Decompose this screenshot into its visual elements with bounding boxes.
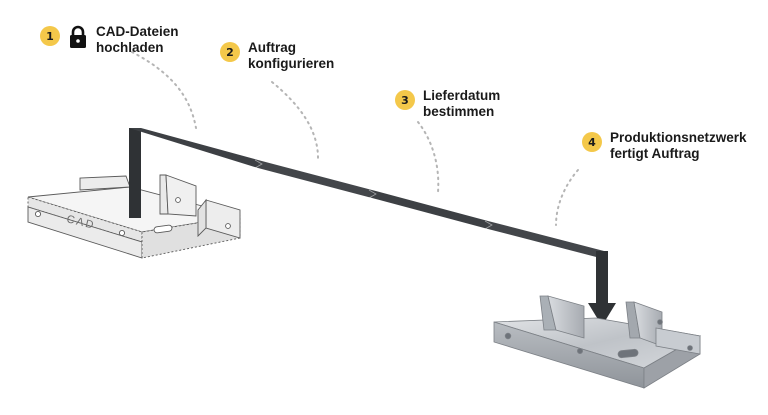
ribbon-segment-4	[488, 221, 604, 259]
step-2-badge: 2	[220, 42, 240, 62]
ribbon-down-left	[129, 128, 141, 218]
step-3-label: Lieferdatum bestimmen	[423, 88, 500, 120]
process-ribbon	[129, 128, 616, 326]
dotted-connectors	[131, 51, 579, 226]
step-4-badge: 4	[582, 132, 602, 152]
step-1-badge: 1	[40, 26, 60, 46]
lock-icon	[70, 25, 86, 48]
step-3-line-1: Lieferdatum	[423, 88, 501, 103]
connector-step-4	[555, 169, 579, 226]
step-3-line-2: bestimmen	[423, 104, 495, 119]
cad-part-wireframe	[27, 174, 241, 259]
step-1: 1 CAD-Dateien hochladen	[40, 24, 179, 56]
ribbon-arrowhead	[588, 303, 616, 326]
connector-step-1	[131, 51, 197, 129]
step-4-label: Produktionsnetzwerk fertigt Auftrag	[610, 130, 747, 162]
finished-metal-part	[493, 295, 702, 389]
step-4-line-2: fertigt Auftrag	[610, 146, 700, 161]
step-2-label: Auftrag konfigurieren	[248, 40, 334, 72]
connector-step-2	[271, 81, 319, 159]
step-1-line-1: CAD-Dateien	[96, 24, 179, 39]
ribbon-segment-3	[372, 190, 488, 229]
step-1-label: CAD-Dateien hochladen	[96, 24, 179, 56]
step-2-line-2: konfigurieren	[248, 56, 335, 71]
connector-step-3	[417, 121, 440, 193]
step-2: 2 Auftrag konfigurieren	[220, 40, 334, 72]
ribbon-down-right	[596, 251, 608, 306]
step-3: 3 Lieferdatum bestimmen	[395, 88, 500, 120]
step-1-line-2: hochladen	[96, 40, 164, 55]
step-3-badge: 3	[395, 90, 415, 110]
step-2-line-1: Auftrag	[248, 40, 296, 55]
ribbon-segment-1	[129, 128, 258, 168]
ribbon-segment-2	[258, 160, 372, 198]
step-4-line-1: Produktionsnetzwerk	[610, 130, 747, 145]
step-4: 4 Produktionsnetzwerk fertigt Auftrag	[582, 130, 747, 162]
